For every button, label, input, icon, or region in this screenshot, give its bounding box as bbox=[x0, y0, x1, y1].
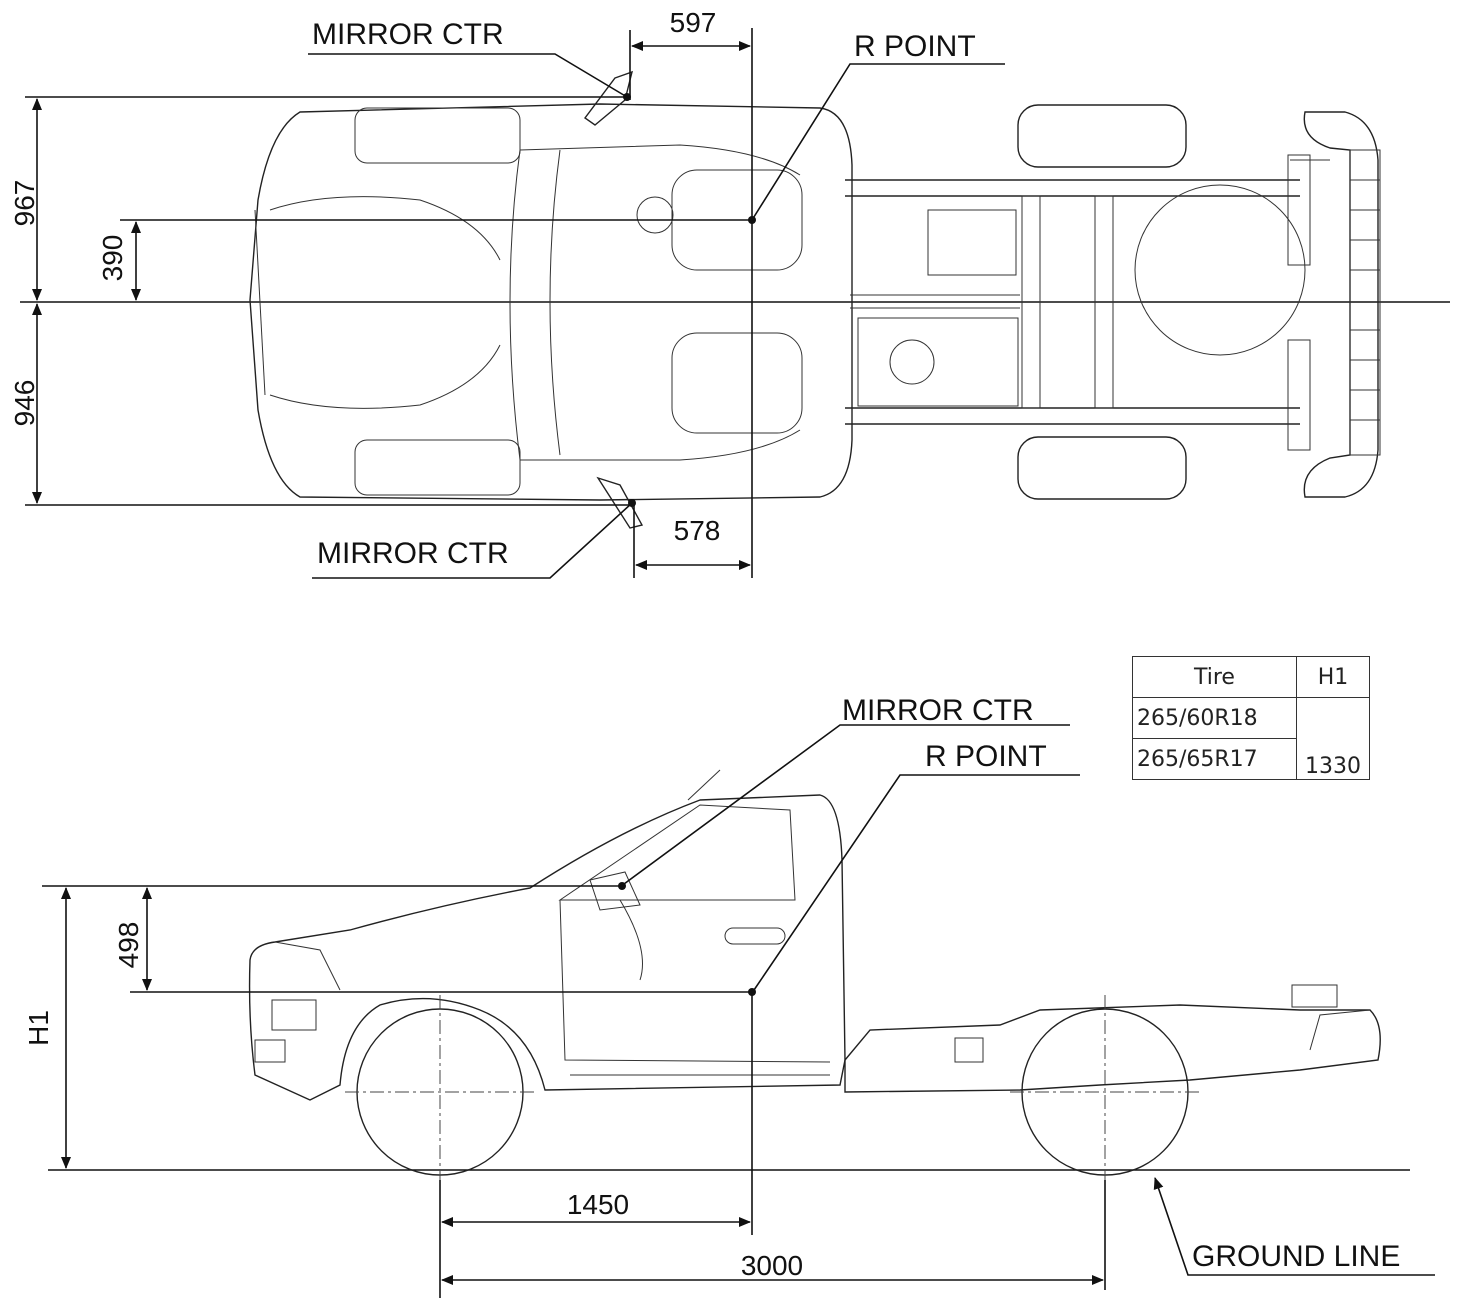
dim-value-498: 498 bbox=[113, 922, 144, 969]
leader-mirror-ctr-top bbox=[308, 53, 628, 98]
label-ground-line: GROUND LINE bbox=[1192, 1240, 1400, 1273]
label-mirror-ctr-side: MIRROR CTR bbox=[842, 694, 1034, 727]
leader-ground-line bbox=[1153, 1177, 1435, 1276]
table-cell-tire: 265/60R18 bbox=[1132, 697, 1297, 739]
dim-value-3000: 3000 bbox=[741, 1250, 803, 1281]
leader-r-point-side bbox=[753, 774, 1080, 991]
top-wheel-rear-left bbox=[1017, 104, 1187, 168]
side-view: MIRROR CTR R POINT GROUND LINE H1 498 14… bbox=[23, 694, 1435, 1298]
top-chassis bbox=[845, 104, 1381, 500]
dim-value-1450: 1450 bbox=[567, 1189, 629, 1220]
table-cell-tire: 265/65R17 bbox=[1132, 738, 1297, 780]
label-r-point-top: R POINT bbox=[854, 30, 976, 63]
table-cell-h1: 1330 bbox=[1296, 738, 1370, 780]
label-mirror-ctr-bottom: MIRROR CTR bbox=[317, 537, 509, 570]
side-cab-outline bbox=[248, 769, 846, 1101]
dim-value-946: 946 bbox=[9, 380, 40, 427]
dim-value-390: 390 bbox=[97, 235, 128, 282]
leader-mirror-ctr-side bbox=[623, 724, 1070, 885]
dim-value-967: 967 bbox=[9, 180, 40, 227]
table-header-h1: H1 bbox=[1296, 656, 1370, 698]
leader-r-point-top bbox=[751, 63, 1005, 221]
table-header-row: Tire H1 bbox=[1132, 656, 1370, 698]
table-row: 265/65R17 1330 bbox=[1132, 738, 1370, 780]
label-mirror-ctr-top: MIRROR CTR bbox=[312, 18, 504, 51]
dim-value-578: 578 bbox=[674, 515, 721, 546]
table-cell-h1 bbox=[1296, 697, 1370, 739]
leader-mirror-ctr-bottom bbox=[312, 502, 633, 579]
table-header-tire: Tire bbox=[1132, 656, 1297, 698]
label-r-point-side: R POINT bbox=[925, 740, 1047, 773]
table-row: 265/60R18 bbox=[1132, 697, 1370, 739]
tire-h1-table: Tire H1 265/60R18 265/65R17 1330 bbox=[1132, 656, 1370, 780]
top-cab-outline bbox=[249, 70, 853, 529]
side-chassis bbox=[844, 984, 1381, 1093]
top-view: MIRROR CTR R POINT MIRROR CTR 597 578 96… bbox=[9, 7, 1450, 579]
dim-value-h1: H1 bbox=[23, 1010, 54, 1046]
top-wheel-rear-right bbox=[1017, 436, 1187, 500]
dim-value-597: 597 bbox=[670, 7, 717, 38]
